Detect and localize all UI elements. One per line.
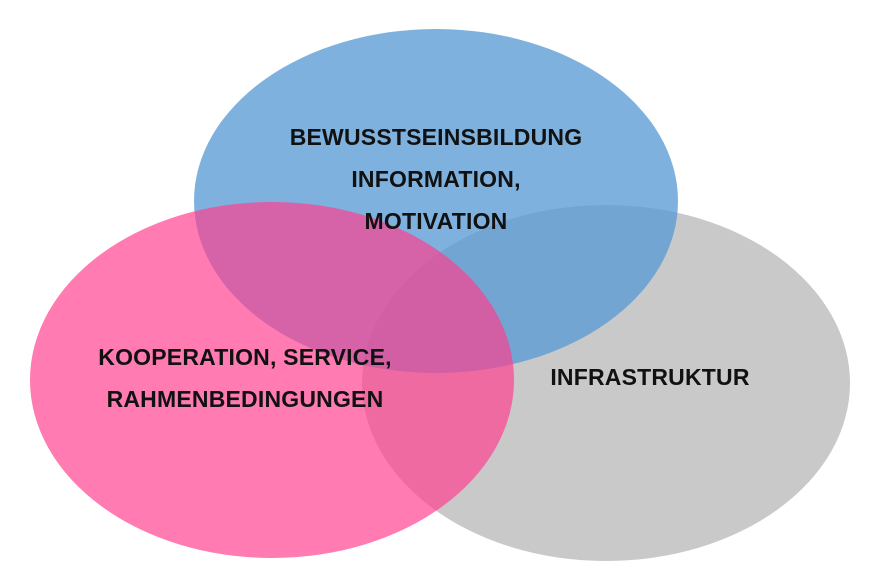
cooperation-circle xyxy=(30,202,514,558)
label-line: RAHMENBEDINGUNGEN xyxy=(106,386,384,412)
label-line: INFORMATION, xyxy=(351,166,521,192)
label-line: KOOPERATION, SERVICE, xyxy=(98,344,392,370)
infrastructure-label: INFRASTRUKTUR xyxy=(520,356,780,398)
label-line: INFRASTRUKTUR xyxy=(550,364,750,390)
label-line: MOTIVATION xyxy=(364,208,508,234)
awareness-label: BEWUSSTSEINSBILDUNG INFORMATION, MOTIVAT… xyxy=(236,116,636,242)
label-line: BEWUSSTSEINSBILDUNG xyxy=(289,124,583,150)
cooperation-label: KOOPERATION, SERVICE, RAHMENBEDINGUNGEN xyxy=(50,336,440,420)
